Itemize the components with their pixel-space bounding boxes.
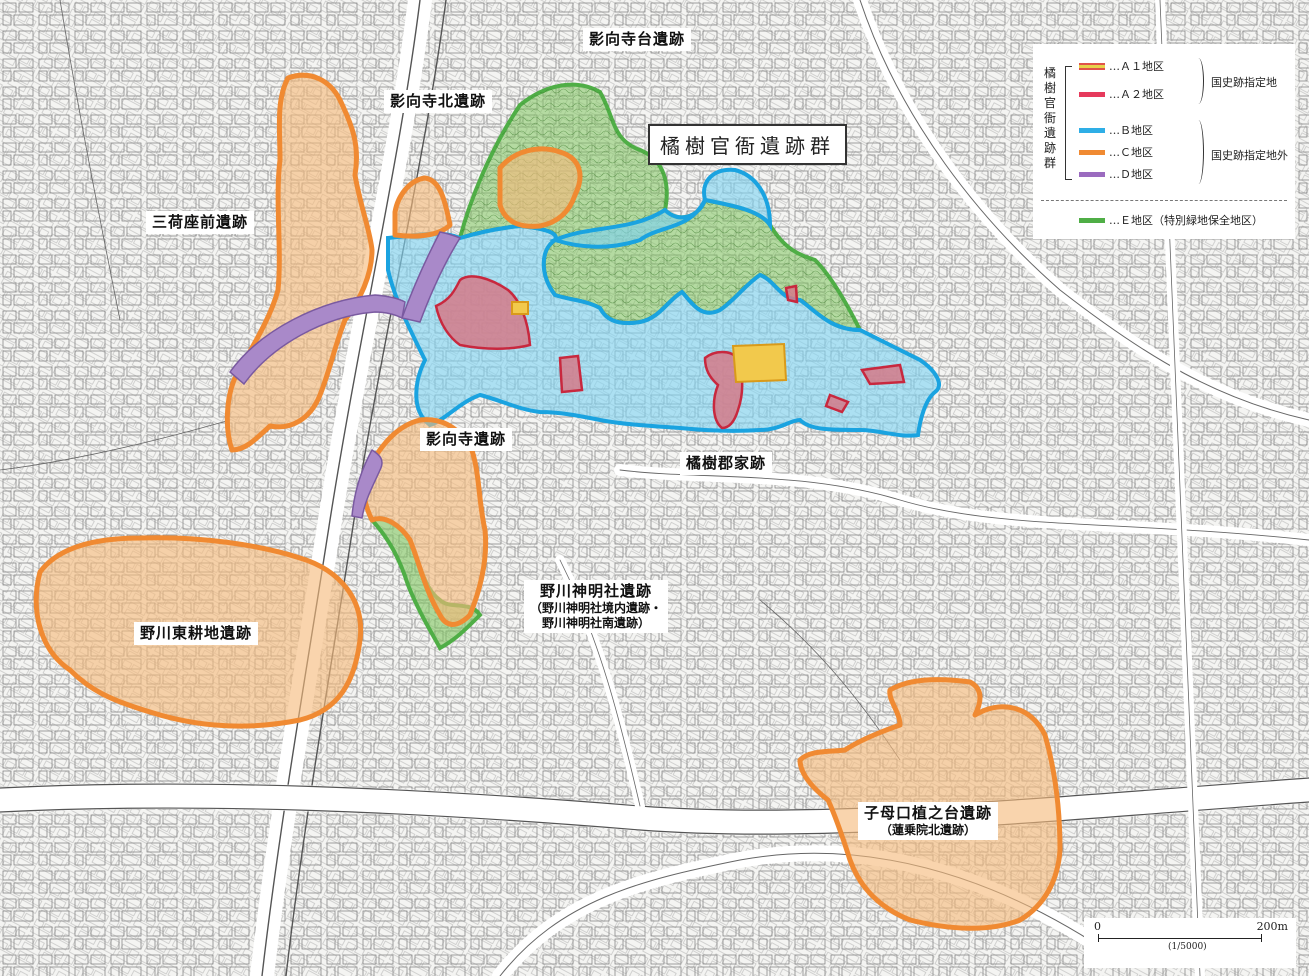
scale-ratio: (1/5000) xyxy=(1168,942,1207,952)
zone-d-bridge xyxy=(228,294,406,386)
zone-d-north xyxy=(401,231,462,323)
legend-char: 跡 xyxy=(1043,141,1056,155)
scale-bar: 0 200m (1/5000) xyxy=(1084,918,1296,968)
site-label-tachibana-gunke: 橘樹郡家跡 xyxy=(680,452,773,475)
legend-swatch-a1 xyxy=(1079,62,1105,70)
site-name: 子母口植之台遺跡 xyxy=(864,804,993,822)
zone-c-small-north xyxy=(392,175,453,239)
site-name: 野川東耕地遺跡 xyxy=(140,624,253,642)
site-subname: （野川神明社境内遺跡・ xyxy=(530,600,663,615)
legend-swatch-a2 xyxy=(1079,91,1105,97)
zone-c-yogoji xyxy=(361,417,489,627)
site-name: 影向寺遺跡 xyxy=(426,430,507,448)
legend-group-outside: 国史跡指定地外 xyxy=(1211,149,1288,162)
site-subname: （蓮乗院北遺跡） xyxy=(880,822,977,837)
zone-d xyxy=(228,231,462,519)
legend-label: …Ａ１地区 xyxy=(1109,60,1164,73)
legend-swatch-d xyxy=(1079,171,1105,177)
legend-vertical-label: 橘 樹 官 衙 遺 跡 群 xyxy=(1043,66,1057,171)
site-name: 影向寺台遺跡 xyxy=(589,30,686,48)
legend-item-d: …Ｄ地区 xyxy=(1079,167,1153,181)
legend-group-designated: 国史跡指定地 xyxy=(1211,76,1277,89)
site-name: 三荷座前遺跡 xyxy=(152,213,249,231)
site-subname-2: 野川神明社南遺跡） xyxy=(542,615,651,630)
legend-curly-brace xyxy=(1193,58,1204,104)
legend-char: 官 xyxy=(1043,96,1056,110)
legend-swatch-e xyxy=(1079,217,1105,223)
zone-b xyxy=(386,223,941,438)
legend-label: …Ｃ地区 xyxy=(1109,146,1153,159)
site-label-shimoguchi: 子母口植之台遺跡 （蓮乗院北遺跡） xyxy=(858,802,999,840)
site-label-yogoji-kita: 影向寺北遺跡 xyxy=(384,90,493,113)
legend-char: 遺 xyxy=(1043,126,1056,140)
site-name: 野川神明社遺跡 xyxy=(540,582,653,600)
site-label-nogawa-shinmei: 野川神明社遺跡 （野川神明社境内遺跡・ 野川神明社南遺跡） xyxy=(524,580,669,633)
map-title: 橘樹官衙遺跡群 xyxy=(648,124,847,165)
legend-divider xyxy=(1041,200,1287,201)
legend-item-a1: …Ａ１地区 xyxy=(1079,59,1164,73)
legend-item-a2: …Ａ２地区 xyxy=(1079,87,1164,101)
site-name: 影向寺北遺跡 xyxy=(390,92,487,110)
legend-label: …Ａ２地区 xyxy=(1109,88,1164,101)
site-label-mikaza-mae: 三荷座前遺跡 xyxy=(146,211,255,234)
legend-curly-brace xyxy=(1193,120,1204,184)
legend-label: …Ｄ地区 xyxy=(1109,168,1153,181)
site-name: 橘樹郡家跡 xyxy=(686,454,767,472)
legend-swatch-c xyxy=(1079,149,1105,155)
legend-item-b: …Ｂ地区 xyxy=(1079,123,1153,137)
site-label-yogoji-dai: 影向寺台遺跡 xyxy=(583,28,692,51)
legend-char: 衙 xyxy=(1043,111,1056,125)
scale-end: 200m xyxy=(1256,920,1288,933)
legend-char: 樹 xyxy=(1043,81,1056,95)
legend-bracket xyxy=(1065,66,1072,180)
zone-a1 xyxy=(511,301,788,384)
zone-a2 xyxy=(434,275,906,430)
legend-swatch-b xyxy=(1079,127,1105,133)
legend-item-e: …Ｅ地区（特別緑地保全地区） xyxy=(1079,213,1263,227)
scale-zero: 0 xyxy=(1094,920,1101,933)
site-label-nogawa-higashi: 野川東耕地遺跡 xyxy=(134,622,259,645)
legend-label: …Ｅ地区（特別緑地保全地区） xyxy=(1109,214,1263,227)
legend-label: …Ｂ地区 xyxy=(1109,124,1153,137)
legend-char: 群 xyxy=(1043,156,1056,170)
zone-b-upper xyxy=(549,167,773,249)
zone-d-south xyxy=(351,448,383,519)
legend: 橘 樹 官 衙 遺 跡 群 …Ａ１地区 …Ａ２地区 国史跡指定地 …Ｂ地区 …Ｃ… xyxy=(1033,44,1295,239)
legend-item-c: …Ｃ地区 xyxy=(1079,145,1153,159)
scale-line xyxy=(1098,934,1262,942)
zone-c-yogojidai-inner xyxy=(497,146,583,229)
legend-char: 橘 xyxy=(1043,66,1056,80)
site-label-yogoji: 影向寺遺跡 xyxy=(420,428,513,451)
